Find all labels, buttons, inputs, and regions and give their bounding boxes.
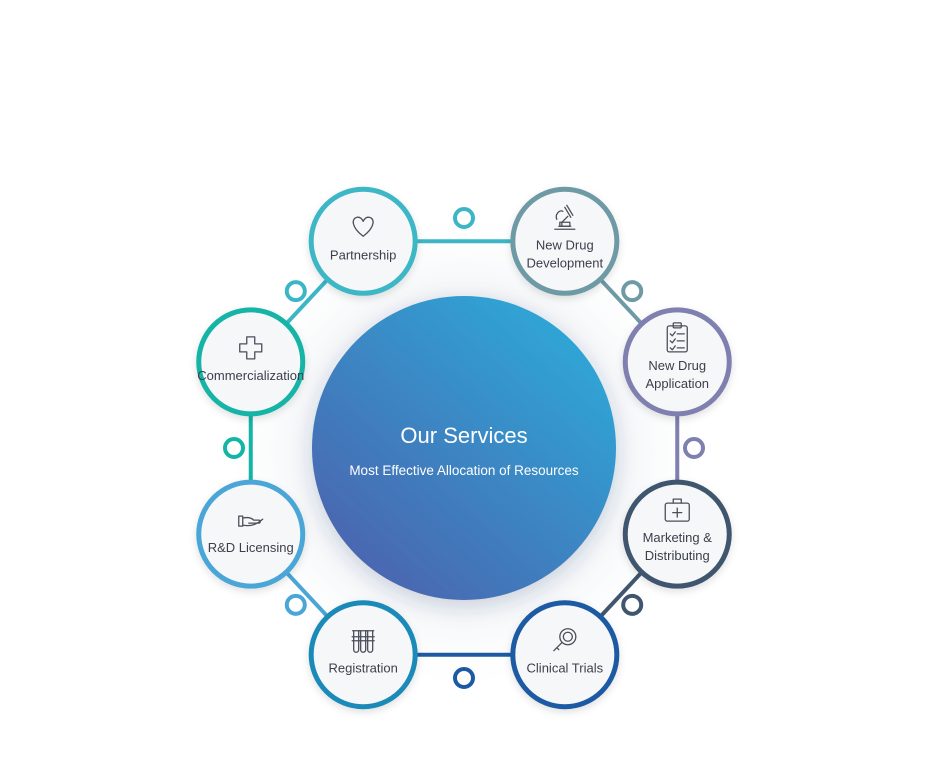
center-title: Our Services — [400, 423, 527, 448]
connector-dot — [683, 437, 705, 459]
service-label: New Drug — [648, 358, 706, 373]
magnifier-icon — [553, 628, 577, 652]
connector-dot — [284, 593, 307, 616]
service-label: New Drug — [536, 237, 594, 252]
service-node-circle — [510, 186, 620, 296]
center-subtitle: Most Effective Allocation of Resources — [349, 463, 579, 478]
service-node-clinical-trials[interactable]: Clinical Trials — [510, 600, 620, 710]
connector-dot — [284, 280, 307, 303]
heart-icon — [352, 216, 374, 237]
service-node-registration[interactable]: Registration — [308, 600, 418, 710]
medical-kit-icon — [664, 498, 690, 522]
center-circle — [312, 296, 616, 600]
service-node-circle — [196, 307, 306, 417]
service-label: Registration — [328, 661, 397, 676]
center-hub: Our Services Most Effective Allocation o… — [312, 296, 616, 600]
service-label: Distributing — [645, 548, 710, 563]
service-node-commercialization[interactable]: Commercialization — [196, 307, 306, 417]
service-node-partnership[interactable]: Partnership — [308, 186, 418, 296]
service-node-circle — [308, 186, 418, 296]
connector-dot — [621, 593, 644, 616]
service-node-rd-licensing[interactable]: R&D Licensing — [196, 479, 306, 589]
connector-dot — [621, 280, 644, 303]
service-label: Application — [645, 376, 709, 391]
service-node-circle — [622, 479, 732, 589]
service-label: Clinical Trials — [527, 661, 604, 676]
service-node-circle — [622, 307, 732, 417]
medical-cross-icon — [239, 336, 263, 360]
connector-dot — [223, 437, 245, 459]
service-label: Development — [527, 255, 604, 270]
clipboard-checklist-icon — [666, 322, 688, 353]
service-label: Marketing & — [643, 530, 713, 545]
service-node-circle — [510, 600, 620, 710]
connector-dot — [453, 207, 475, 229]
service-node-circle — [308, 600, 418, 710]
hand-icon — [238, 515, 264, 527]
service-label: R&D Licensing — [208, 540, 294, 555]
test-tubes-icon — [351, 630, 375, 653]
service-node-marketing-distributing[interactable]: Marketing & Distributing — [622, 479, 732, 589]
service-node-circle — [196, 479, 306, 589]
service-label: Commercialization — [197, 368, 304, 383]
service-label: Partnership — [330, 247, 396, 262]
connector-dot — [453, 667, 475, 689]
microscope-icon — [554, 204, 576, 230]
